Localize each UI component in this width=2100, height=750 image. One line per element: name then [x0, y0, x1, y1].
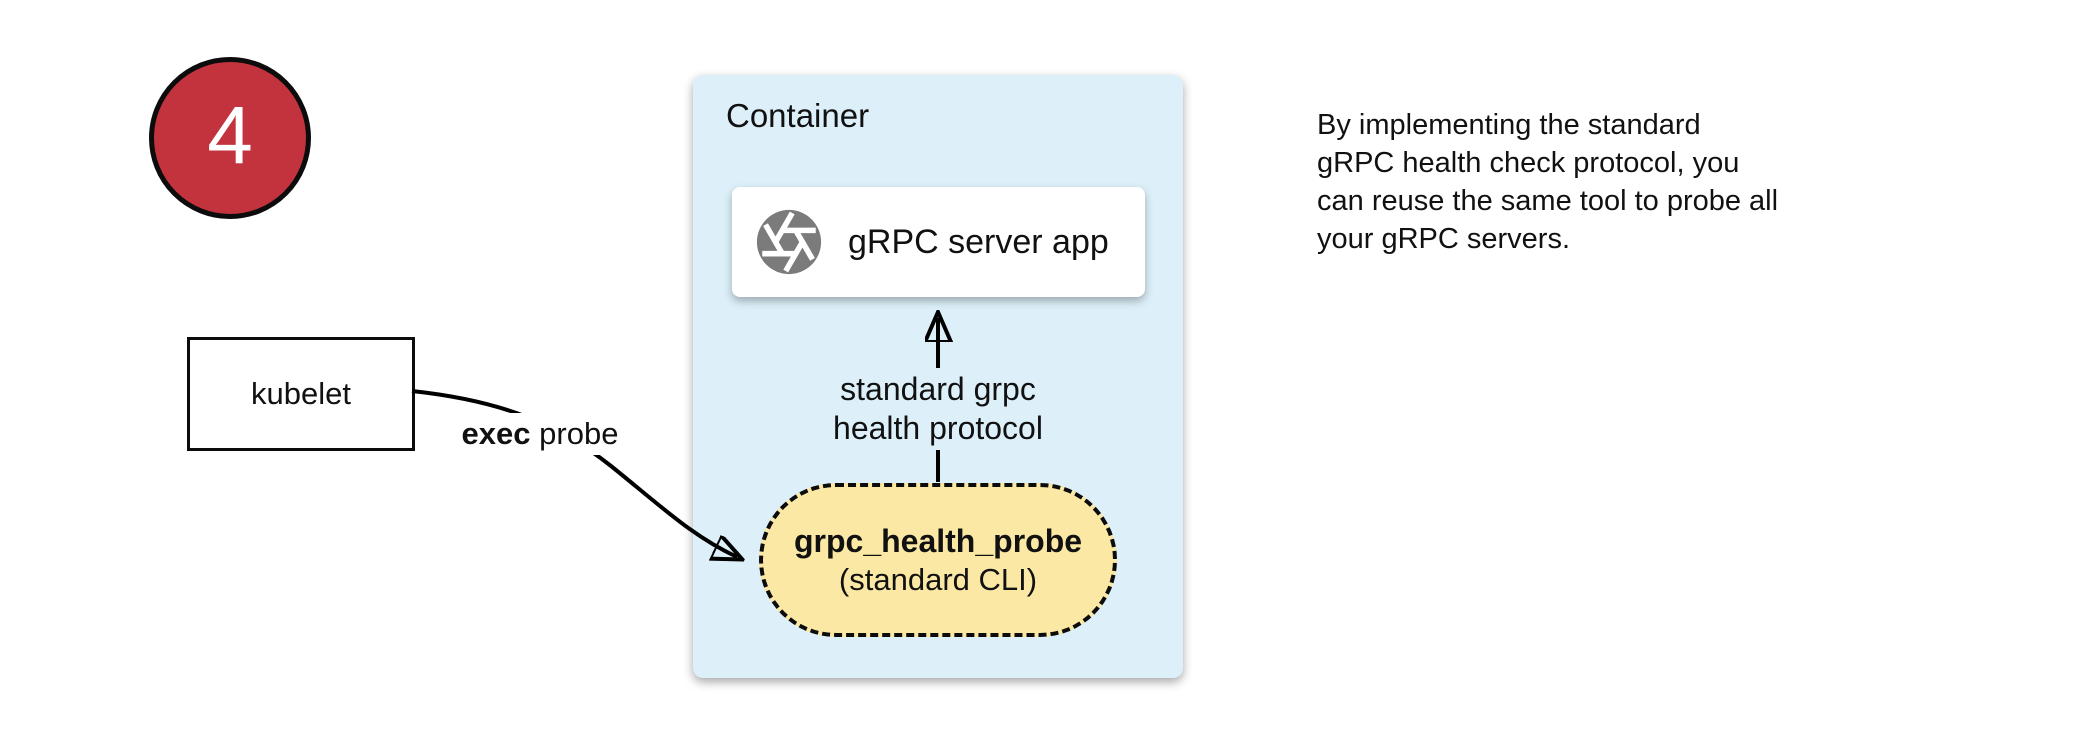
- container-title: Container: [726, 97, 870, 134]
- step-badge: 4: [149, 57, 311, 219]
- grpc-health-probe-box: grpc_health_probe (standard CLI): [759, 483, 1117, 637]
- container-panel: Container gRPC server app grpc_health_pr…: [693, 75, 1183, 678]
- annotation-line: can reuse the same tool to probe all: [1317, 185, 1779, 217]
- annotation-line: gRPC health check protocol, you: [1317, 147, 1740, 179]
- grpc-server-box: gRPC server app: [732, 187, 1145, 297]
- step-number: 4: [207, 90, 253, 181]
- health-protocol-label: standard grpc health protocol: [823, 368, 1053, 450]
- exec-probe-label: exec probe: [451, 413, 629, 455]
- exec-probe-label-bold: exec: [461, 416, 531, 451]
- grpc-server-label: gRPC server app: [848, 222, 1109, 261]
- exec-probe-label-regular: probe: [539, 416, 619, 451]
- annotation-line: your gRPC servers.: [1317, 223, 1571, 255]
- kubelet-label: kubelet: [251, 376, 351, 411]
- health-protocol-label-line2: health protocol: [833, 410, 1043, 446]
- probe-box-subtitle: (standard CLI): [838, 561, 1038, 597]
- aperture-icon: [756, 209, 822, 275]
- annotation-text: By implementing the standard gRPC health…: [1317, 106, 1778, 258]
- annotation-line: By implementing the standard: [1317, 109, 1701, 141]
- probe-box-title: grpc_health_probe: [793, 522, 1083, 559]
- kubelet-box: kubelet: [187, 337, 415, 451]
- health-protocol-label-line1: standard grpc: [840, 371, 1036, 407]
